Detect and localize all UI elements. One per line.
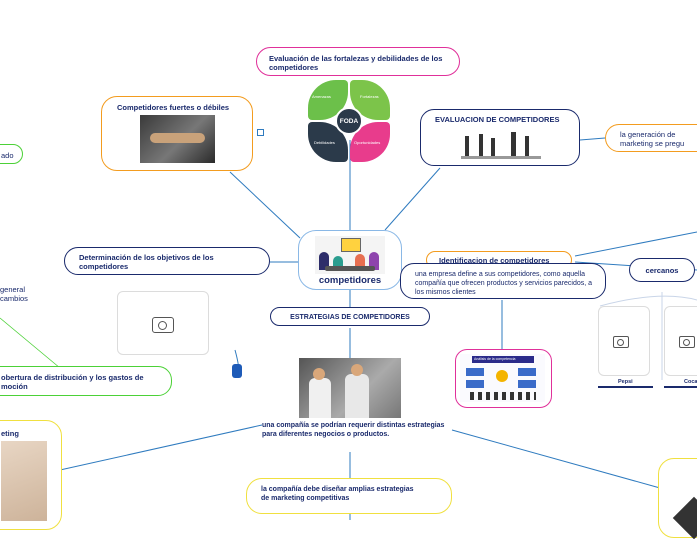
line-green xyxy=(0,317,61,369)
analisis-image-inner: Análisis de la competencia xyxy=(460,354,545,402)
meeting-image xyxy=(315,236,385,274)
camera-icon xyxy=(152,315,174,333)
node-cercanos[interactable]: cercanos xyxy=(629,258,695,282)
foda-center-label: FODA xyxy=(339,117,359,125)
node-debe-disenar[interactable]: la compañía debe diseñar amplias estrate… xyxy=(246,478,452,514)
hands-image xyxy=(1,441,47,521)
node-central[interactable]: competidores xyxy=(298,230,402,290)
node-empresa-define[interactable]: una empresa define a sus competidores, c… xyxy=(400,263,606,299)
foda-q2-label: Fortalezas xyxy=(360,94,379,99)
node-ado[interactable]: ado xyxy=(0,144,23,164)
line-right-bottom xyxy=(451,429,661,489)
node-debe-disenar-label: la compañía debe diseñar amplias estrate… xyxy=(261,486,414,502)
foda-q4-label: Oportunidades xyxy=(354,140,381,145)
scientists-image xyxy=(299,358,401,418)
analisis-title: Análisis de la competencia xyxy=(474,357,516,361)
line-generacion xyxy=(579,137,606,141)
node-evaluacion-competidores-label: EVALUACION DE COMPETIDORES xyxy=(435,115,560,124)
silhouettes-image xyxy=(461,128,541,160)
foda-center: FODA xyxy=(335,107,363,135)
node-generacion-marketing-label: la generación de marketing se pregu xyxy=(620,130,685,148)
node-central-label: competidores xyxy=(318,275,382,286)
node-cercanos-label: cercanos xyxy=(645,266,679,275)
line-cercanos-split xyxy=(599,295,697,307)
pepsi-label: Pepsi xyxy=(618,379,633,385)
node-bottom-right[interactable] xyxy=(658,458,697,539)
coca-image-placeholder[interactable] xyxy=(664,306,697,376)
node-cobertura[interactable]: obertura de distribución y los gastos de… xyxy=(0,366,172,396)
foda-graphic: Amenazas Fortalezas Debilidades Oportuni… xyxy=(308,80,390,162)
foda-q1-label: Amenazas xyxy=(312,94,331,99)
connector-lines xyxy=(0,137,697,520)
coca-underline xyxy=(664,386,697,388)
line-left-bottom xyxy=(59,424,263,471)
pepsi-underline xyxy=(598,386,653,388)
line-fuertes xyxy=(229,171,301,239)
node-evaluacion-foda-label: Evaluación de las fortalezas y debilidad… xyxy=(269,54,443,72)
line-right-top xyxy=(574,231,697,257)
node-competidores-fuertes[interactable]: Competidores fuertes o débiles xyxy=(101,96,253,171)
node-cobertura-label: obertura de distribución y los gastos de… xyxy=(1,373,144,391)
camera-icon xyxy=(679,333,697,350)
left-image-placeholder[interactable] xyxy=(117,291,209,355)
analisis-image[interactable]: Análisis de la competencia xyxy=(455,349,552,408)
bottom-right-image xyxy=(672,496,697,539)
node-evaluacion-competidores[interactable]: EVALUACION DE COMPETIDORES xyxy=(420,109,580,166)
node-evaluacion-foda[interactable]: Evaluación de las fortalezas y debilidad… xyxy=(256,47,460,76)
coca-label: Coca xyxy=(684,379,697,385)
node-estrategias-label: ESTRATEGIAS DE COMPETIDORES xyxy=(290,314,410,321)
node-estrategias[interactable]: ESTRATEGIAS DE COMPETIDORES xyxy=(270,307,430,326)
node-determinacion[interactable]: Determinación de los objetivos de los co… xyxy=(64,247,270,275)
node-eting[interactable]: eting xyxy=(0,420,62,530)
armwrestling-image xyxy=(140,115,215,163)
node-empresa-define-label: una empresa define a sus competidores, c… xyxy=(415,271,593,296)
node-identificacion-label: Identificacion de competidores xyxy=(439,256,550,265)
node-general-label: general cambios xyxy=(0,285,28,303)
node-competidores-fuertes-label: Competidores fuertes o débiles xyxy=(117,103,230,112)
foda-q3-label: Debilidades xyxy=(314,140,335,145)
node-determinacion-label: Determinación de los objetivos de los co… xyxy=(79,253,214,271)
node-eting-label: eting xyxy=(1,429,19,438)
collapse-handle[interactable] xyxy=(232,364,242,378)
pepsi-image-placeholder[interactable] xyxy=(598,306,650,376)
node-generacion-marketing[interactable]: la generación de marketing se pregu xyxy=(605,124,697,152)
node-ado-label: ado xyxy=(1,151,14,160)
external-link-icon[interactable] xyxy=(257,129,264,136)
camera-icon xyxy=(613,333,635,350)
node-requerir-label[interactable]: una compañía se podrían requerir distint… xyxy=(262,422,445,438)
line-evaluacion xyxy=(384,167,441,231)
